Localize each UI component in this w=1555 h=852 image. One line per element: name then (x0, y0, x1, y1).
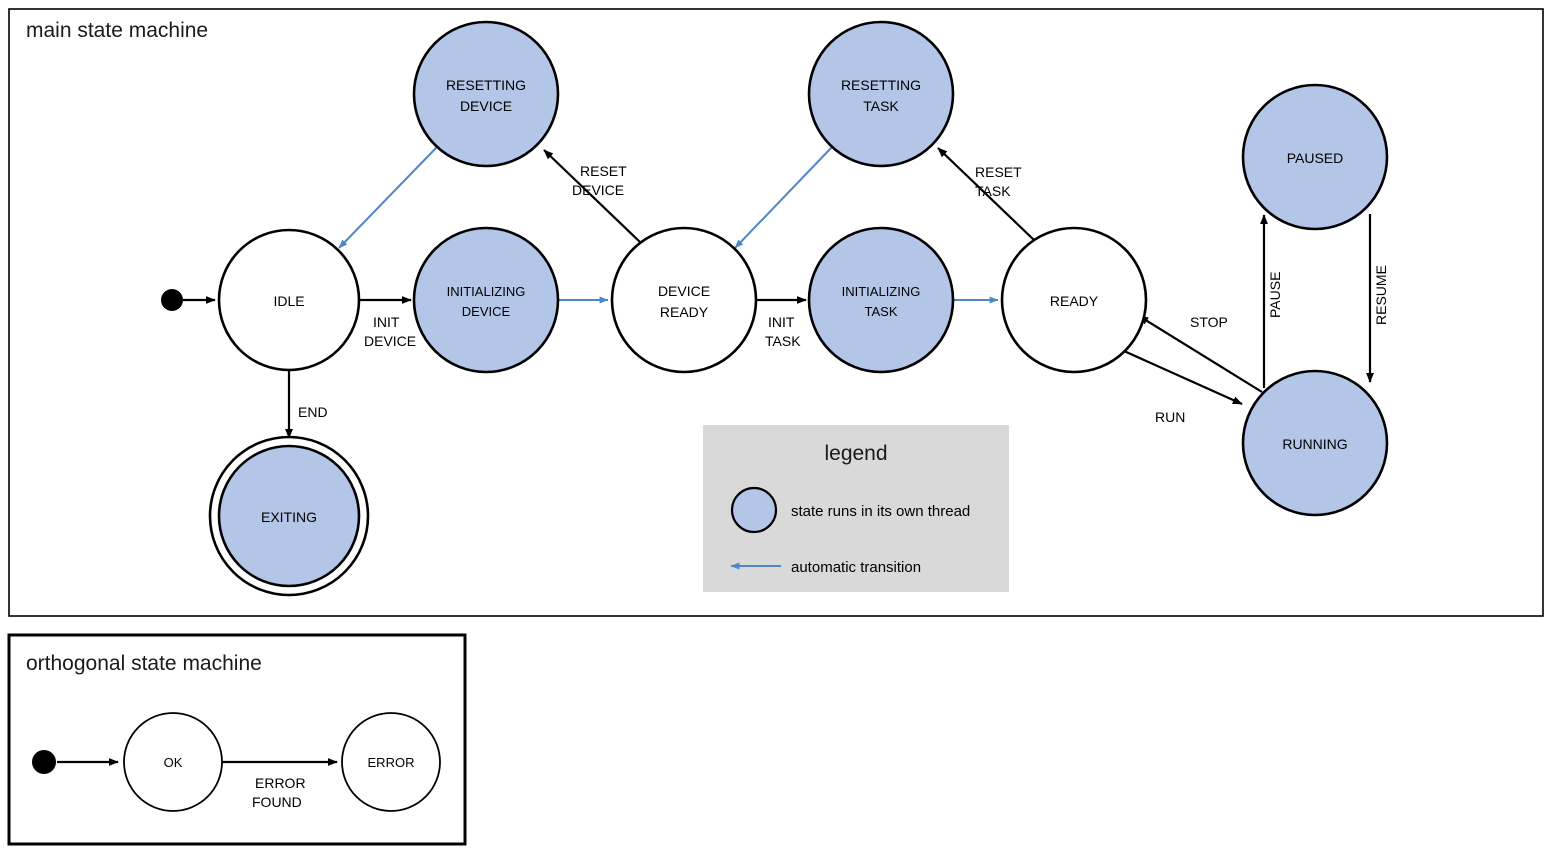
state-label-error: ERROR (368, 755, 415, 770)
state-label-idle: IDLE (273, 293, 304, 309)
edge-label-end: END (298, 404, 328, 420)
transition-resetting-task-to-device-ready (734, 146, 833, 249)
state-node-paused[interactable]: PAUSED (1241, 83, 1389, 231)
state-label-resetting-task-line1: RESETTING (841, 77, 921, 93)
orthogonal-state-machine-title: orthogonal state machine (26, 652, 262, 675)
transition-device-ready-to-initializing-task: INIT TASK (756, 296, 807, 349)
edge-label-pause: PAUSE (1267, 272, 1283, 318)
state-node-device-ready[interactable]: DEVICE READY (610, 226, 758, 374)
legend-thread-circle-icon (730, 486, 778, 534)
transition-running-to-paused: PAUSE (1260, 214, 1283, 388)
transition-ready-to-resetting-task: RESET TASK (937, 147, 1035, 241)
legend: legend state runs in its own thread auto… (703, 425, 1009, 592)
state-node-ready[interactable]: READY (1000, 226, 1148, 374)
edge-label-stop: STOP (1190, 314, 1228, 330)
state-node-idle[interactable]: IDLE (217, 228, 361, 372)
state-label-ready: READY (1050, 293, 1099, 309)
transition-idle-to-exiting: END (285, 370, 328, 439)
state-label-resetting-device-line1: RESETTING (446, 77, 526, 93)
state-node-initializing-task[interactable]: INITIALIZING TASK (807, 226, 955, 374)
edge-label-reset-task-line2: TASK (975, 183, 1011, 199)
legend-item-auto-label: automatic transition (791, 559, 921, 576)
state-label-device-ready-line1: DEVICE (658, 283, 710, 299)
state-node-exiting[interactable]: EXITING (208, 435, 370, 597)
state-label-initializing-task-line2: TASK (865, 304, 898, 319)
edge-label-run: RUN (1155, 409, 1185, 425)
edge-label-reset-task-line1: RESET (975, 164, 1022, 180)
state-label-paused: PAUSED (1287, 150, 1344, 166)
state-node-ok[interactable]: OK (123, 712, 223, 812)
state-node-initializing-device[interactable]: INITIALIZING DEVICE (412, 226, 560, 374)
initial-state-marker (161, 289, 183, 311)
state-node-error[interactable]: ERROR (341, 712, 441, 812)
edge-label-reset-device-line1: RESET (580, 163, 627, 179)
state-node-resetting-task[interactable]: RESETTING TASK (807, 20, 955, 168)
state-label-initializing-device-line2: DEVICE (462, 304, 511, 319)
transition-ready-to-running: RUN (1123, 349, 1243, 425)
transition-paused-to-running: RESUME (1366, 214, 1389, 383)
edge-label-init-device-line1: INIT (373, 314, 400, 330)
state-label-device-ready-line2: READY (660, 304, 709, 320)
transition-idle-to-initializing-device: INIT DEVICE (359, 296, 416, 349)
edge-label-resume: RESUME (1373, 265, 1389, 325)
state-label-initializing-device-line1: INITIALIZING (447, 284, 526, 299)
transition-resetting-device-to-idle (338, 146, 438, 249)
state-label-initializing-task-line1: INITIALIZING (842, 284, 921, 299)
edge-label-reset-device-line2: DEVICE (572, 182, 624, 198)
edge-label-error-found-line2: FOUND (252, 794, 302, 810)
state-node-resetting-device[interactable]: RESETTING DEVICE (412, 20, 560, 168)
edge-label-init-task-line2: TASK (765, 333, 801, 349)
state-label-resetting-task-line2: TASK (863, 98, 899, 114)
legend-title: legend (824, 442, 887, 465)
state-label-resetting-device-line2: DEVICE (460, 98, 512, 114)
ortho-initial-state-marker (32, 750, 56, 774)
state-label-running: RUNNING (1282, 436, 1347, 452)
edge-label-error-found-line1: ERROR (255, 775, 306, 791)
edge-label-init-device-line2: DEVICE (364, 333, 416, 349)
state-label-exiting: EXITING (261, 509, 317, 525)
transition-ortho-ok-to-error: ERROR FOUND (222, 758, 338, 810)
transition-running-to-ready: STOP (1138, 314, 1263, 393)
transition-device-ready-to-resetting-device: RESET DEVICE (543, 149, 642, 244)
main-state-machine-title: main state machine (26, 19, 208, 42)
state-label-ok: OK (164, 755, 183, 770)
edge-label-init-task-line1: INIT (768, 314, 795, 330)
state-node-running[interactable]: RUNNING (1241, 369, 1389, 517)
legend-item-thread-label: state runs in its own thread (791, 503, 970, 520)
